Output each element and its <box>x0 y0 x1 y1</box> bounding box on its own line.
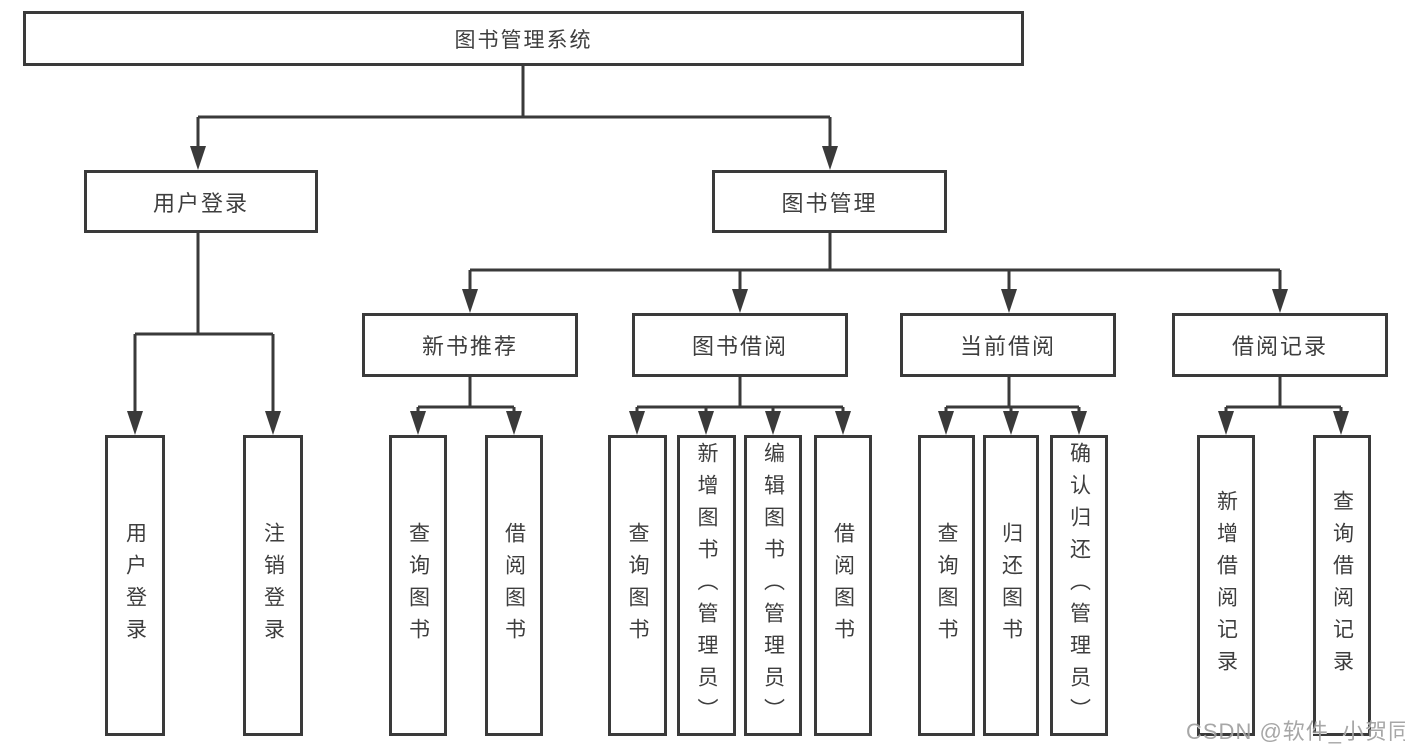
leaf-logout: 注销登录 <box>243 435 303 736</box>
node-current-borrowing: 当前借阅 <box>900 313 1116 377</box>
node-book-borrowing: 图书借阅 <box>632 313 848 377</box>
node-book-management: 图书管理 <box>712 170 947 233</box>
leaf-user-login: 用户登录 <box>105 435 165 736</box>
leaf-query-borrow-record: 查询借阅记录 <box>1313 435 1371 736</box>
node-new-book-recommend: 新书推荐 <box>362 313 578 377</box>
leaf-query-books-recommend: 查询图书 <box>389 435 447 736</box>
leaf-add-book-admin: 新增图书（管理员） <box>677 435 736 736</box>
arrowheads-current-borrowing-leaves <box>938 411 1087 435</box>
leaf-add-borrow-record: 新增借阅记录 <box>1197 435 1255 736</box>
arrowheads-book-borrowing-leaves <box>629 411 851 435</box>
arrowheads-book-management-level3 <box>462 289 1288 313</box>
edge-current-borrowing-to-leaves <box>944 377 1081 414</box>
edge-user-login-to-leaves <box>133 233 275 414</box>
node-root: 图书管理系统 <box>23 11 1024 66</box>
edge-book-management-to-level3 <box>468 233 1282 292</box>
leaf-return-books: 归还图书 <box>983 435 1039 736</box>
arrowheads-root-to-level2 <box>190 146 838 170</box>
arrowheads-new-book-recommend-leaves <box>410 411 522 435</box>
leaf-borrow-books-borrowing: 借阅图书 <box>814 435 872 736</box>
leaf-borrow-books-recommend: 借阅图书 <box>485 435 543 736</box>
edge-root-to-level2 <box>196 66 832 150</box>
arrowheads-borrowing-records-leaves <box>1218 411 1349 435</box>
arrowheads-user-login-leaves <box>127 411 281 435</box>
node-borrowing-records: 借阅记录 <box>1172 313 1388 377</box>
leaf-query-books-current: 查询图书 <box>918 435 975 736</box>
leaf-query-books-borrowing: 查询图书 <box>608 435 667 736</box>
csdn-watermark: CSDN @软件_小贺同学 <box>1186 719 1405 744</box>
edge-new-book-recommend-to-leaves <box>416 377 516 414</box>
node-user-login: 用户登录 <box>84 170 318 233</box>
leaf-confirm-return-admin: 确认归还（管理员） <box>1050 435 1108 736</box>
edge-borrowing-records-to-leaves <box>1224 377 1343 414</box>
edge-book-borrowing-to-leaves <box>635 377 845 414</box>
leaf-edit-book-admin: 编辑图书（管理员） <box>744 435 802 736</box>
